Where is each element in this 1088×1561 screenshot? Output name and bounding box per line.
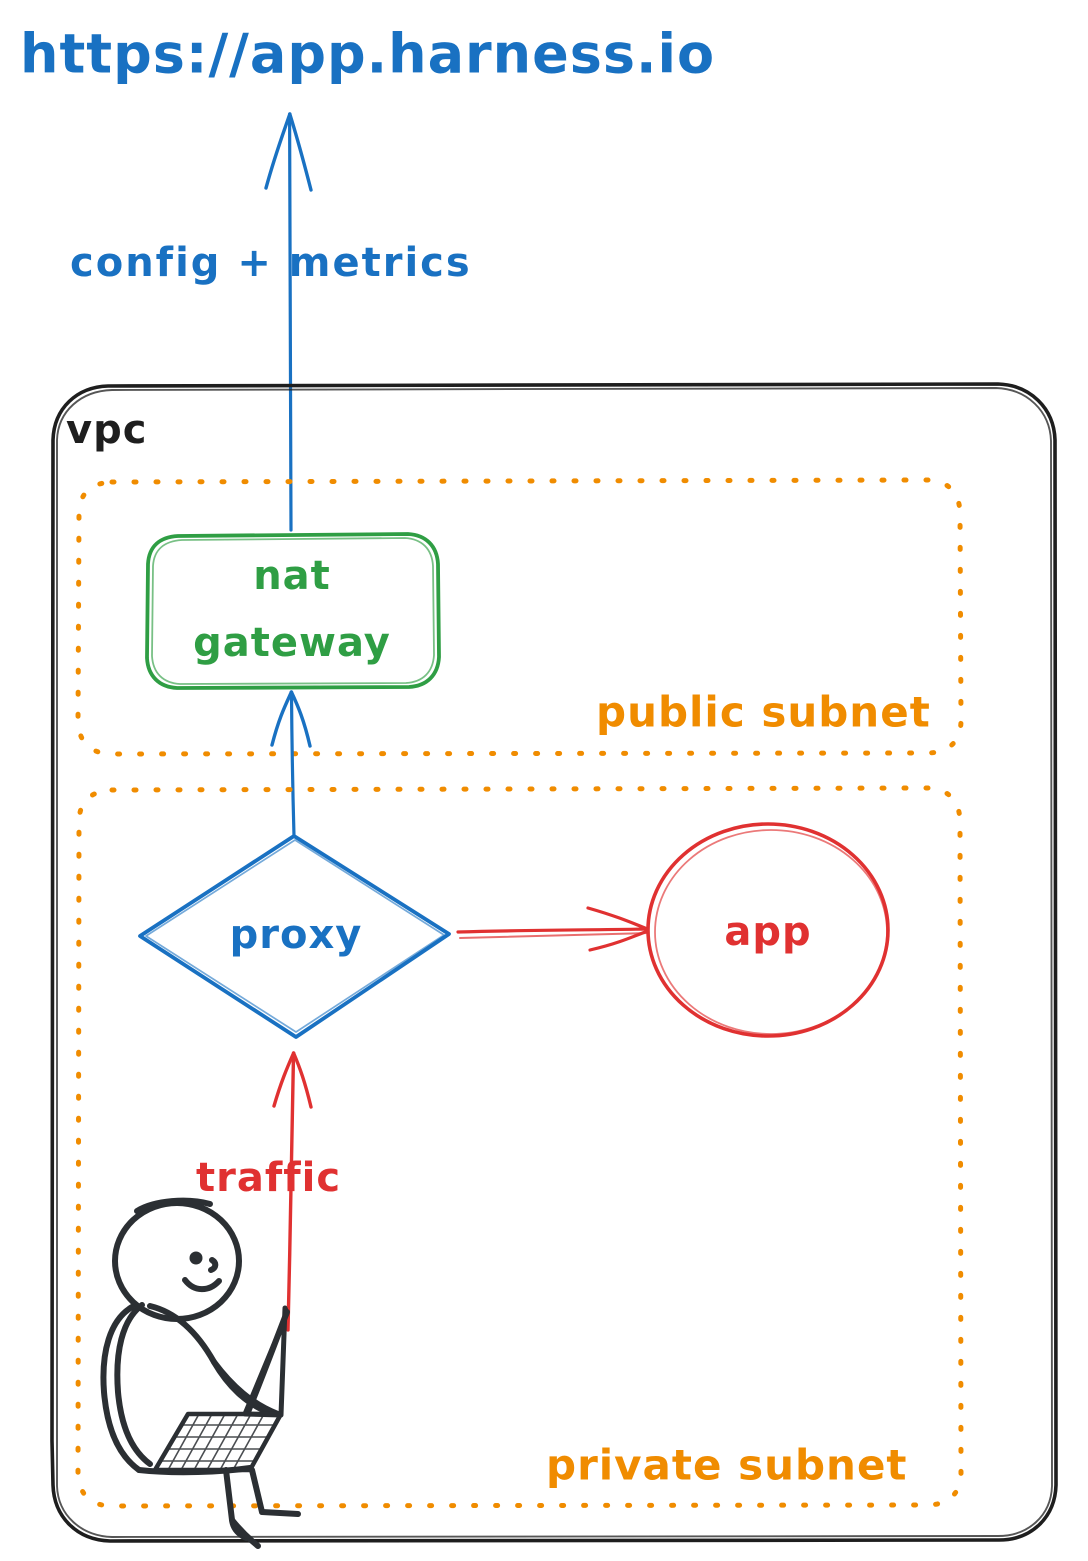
user-to-proxy-arrow — [272, 1051, 313, 1332]
vpc-label: vpc — [66, 407, 147, 453]
nat-gateway-label-line1: nat — [253, 553, 331, 599]
app-node[interactable]: app — [646, 822, 890, 1038]
public-subnet-label: public subnet — [596, 688, 931, 737]
proxy-label: proxy — [230, 912, 363, 958]
traffic-label: traffic — [196, 1155, 341, 1201]
nat-gateway-node[interactable]: nat gateway — [145, 532, 441, 690]
app-label: app — [724, 909, 811, 955]
config-metrics-label: config + metrics — [70, 240, 472, 286]
proxy-to-app-arrow — [456, 906, 652, 952]
user-stick-figure-icon — [100, 1197, 301, 1549]
proxy-to-nat-arrow — [270, 690, 312, 838]
proxy-node[interactable]: proxy — [138, 834, 451, 1039]
endpoint-url-label: https://app.harness.io — [20, 23, 715, 86]
private-subnet-container — [75, 785, 964, 1509]
vpc-container — [50, 382, 1058, 1543]
nat-gateway-label-line2: gateway — [193, 620, 391, 666]
config-metrics-arrow — [264, 112, 313, 532]
private-subnet-label: private subnet — [546, 1441, 908, 1490]
